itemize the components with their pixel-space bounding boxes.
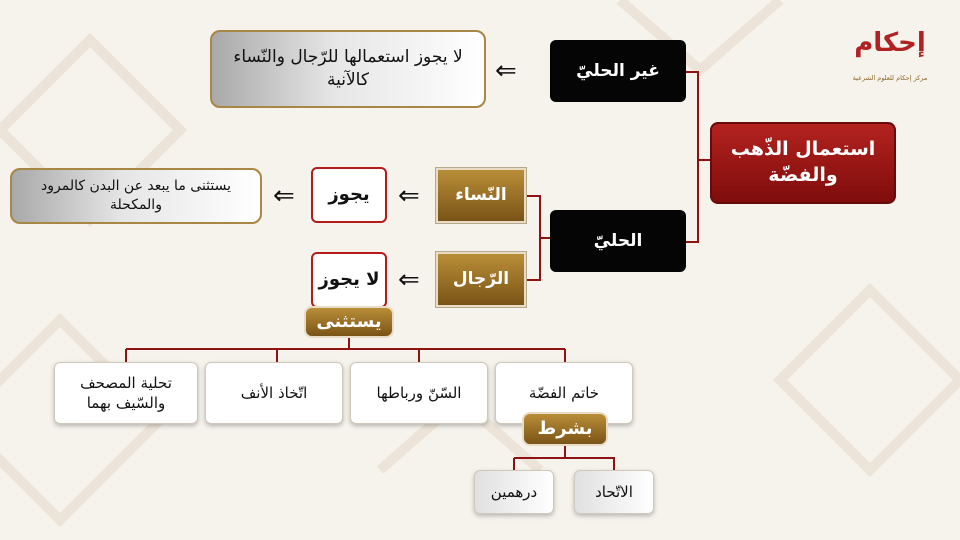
non-jewelry-node: غير الحليّ [550, 40, 686, 102]
arrow-icon: ⇐ [273, 181, 295, 211]
logo-subtitle: مركز إحكام للعلوم الشرعية [852, 74, 928, 82]
non-jewelry-ruling: لا يجوز استعمالها للرّجال والنّساء كالآن… [210, 30, 486, 108]
men-node: الرّجال [436, 252, 526, 307]
arrow-icon: ⇐ [495, 56, 517, 86]
men-ruling: لا يجوز [311, 252, 387, 308]
exception-item: السّنّ ورباطها [350, 362, 488, 424]
exception-item: تحلية المصحف والسّيف بهما [54, 362, 198, 424]
exception-item: اتّخاذ الأنف [205, 362, 343, 424]
condition-item: الاتّحاد [574, 470, 654, 514]
condition-badge: بشرط [522, 412, 608, 446]
women-exception: يستثنى ما يبعد عن البدن كالمرود والمكحلة [10, 168, 262, 224]
men-exception-badge: يستثنى [304, 306, 394, 338]
logo-title: إحكام [854, 28, 926, 58]
women-ruling: يجوز [311, 167, 387, 223]
arrow-icon: ⇐ [398, 265, 420, 295]
condition-item: درهمين [474, 470, 554, 514]
women-node: النّساء [436, 168, 526, 223]
jewelry-node: الحليّ [550, 210, 686, 272]
arrow-icon: ⇐ [398, 181, 420, 211]
root-node: استعمال الذّهب والفضّة [710, 122, 896, 204]
